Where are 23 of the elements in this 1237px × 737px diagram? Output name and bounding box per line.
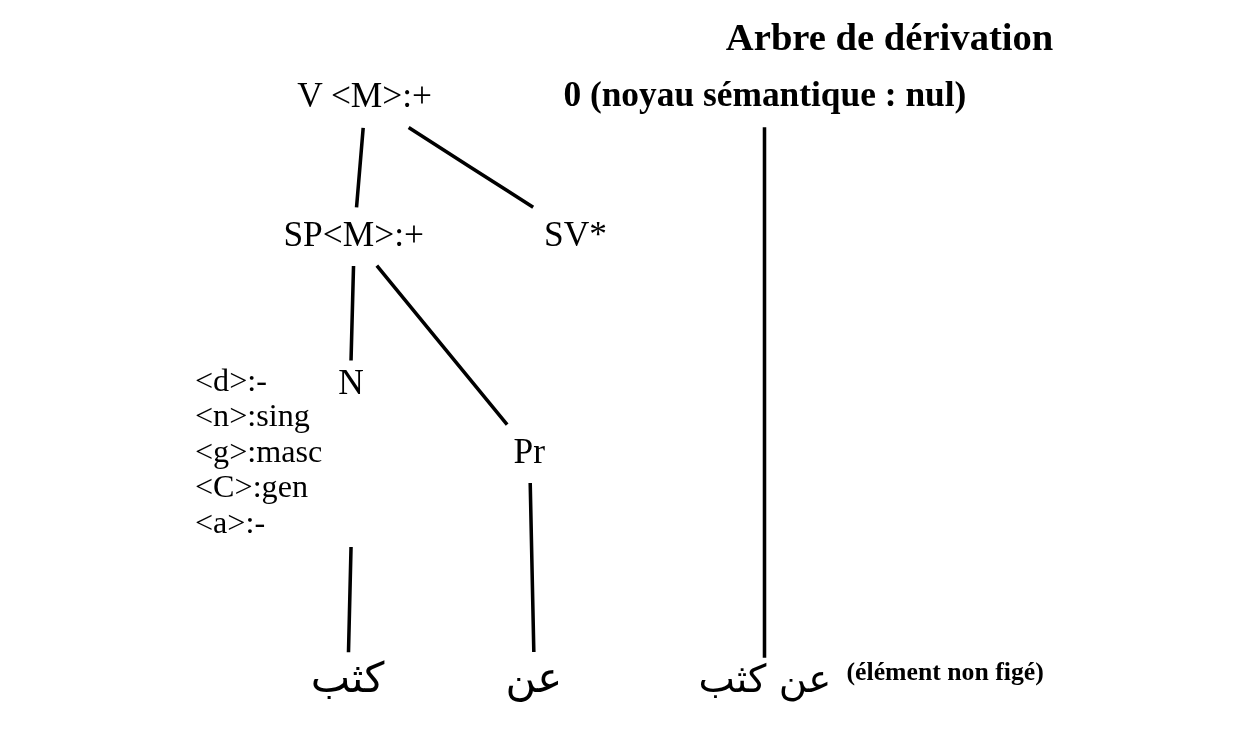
- node-text: SP<M>:+: [283, 213, 424, 254]
- connector: [528, 482, 536, 653]
- diagram-title: Arbre de dérivation: [725, 16, 1054, 59]
- node-text: N: [338, 361, 364, 402]
- node-label: <d>:-: [194, 362, 267, 399]
- node-text: V <M>:+: [297, 75, 433, 116]
- node-label: <a>:-: [194, 503, 266, 540]
- node-text: 0 (noyau sémantique : nul): [563, 73, 967, 114]
- node-label: (élément non figé): [846, 657, 1044, 687]
- node-label: <g>:masc: [194, 432, 323, 469]
- connector: [349, 265, 356, 361]
- connector: [346, 547, 353, 653]
- node-text: SV*: [544, 213, 608, 254]
- connector: [762, 127, 767, 658]
- connector: [354, 127, 365, 208]
- connector: [407, 126, 535, 209]
- node-text: عن كثب: [698, 656, 832, 702]
- node-label: <n>:sing: [194, 397, 310, 434]
- node-text: Pr: [513, 430, 545, 471]
- node-text: عن: [505, 653, 563, 703]
- node-label: <C>:gen: [194, 468, 309, 505]
- connector: [375, 264, 509, 426]
- node-text: كثب: [310, 653, 385, 703]
